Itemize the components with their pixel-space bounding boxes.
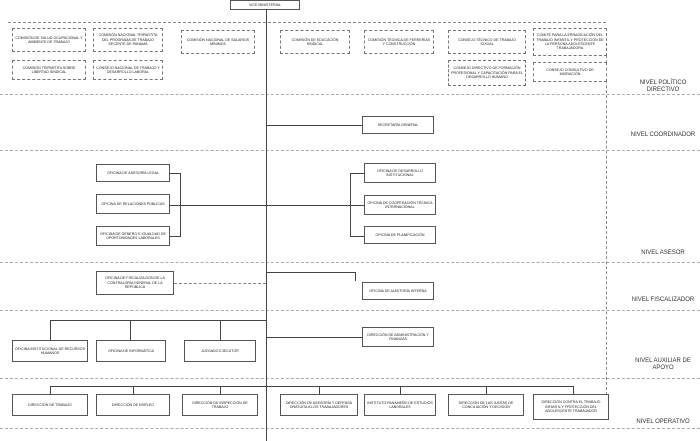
connector-line bbox=[50, 386, 574, 387]
commission-box: COMISIÓN TÉCNICA DE FERRERÍAS Y CONSTRUC… bbox=[364, 30, 434, 54]
connector-line bbox=[350, 236, 364, 237]
operative-direction-box: DIRECCIÓN CONTRA EL TRABAJO INFANTIL Y P… bbox=[533, 394, 609, 420]
advisory-office-box: OFICINA DE DESARROLLO INSTITUCIONAL bbox=[364, 163, 436, 183]
main-spine-line bbox=[266, 10, 267, 441]
connector-line bbox=[220, 386, 221, 394]
connector-line bbox=[319, 386, 320, 394]
connector-line bbox=[170, 205, 181, 206]
level-operativo: NIVEL OPERATIVO bbox=[636, 419, 690, 425]
level-politico-directivo: NIVEL POLÍTICO DIRECTIVO bbox=[639, 80, 687, 93]
connector-line bbox=[573, 386, 574, 394]
level-separator bbox=[0, 428, 700, 429]
commission-box: COMISIÓN DE SALUD OCUPACIONAL Y AMBIENTE… bbox=[12, 28, 86, 52]
connector-line bbox=[170, 173, 181, 174]
support-office-box: OFICINA INSTITUCIONAL DE RECURSOS HUMANO… bbox=[12, 340, 88, 362]
connector-line bbox=[400, 386, 401, 394]
advisory-office-box: OFICINA DE PLANIFICACIÓN bbox=[364, 226, 436, 244]
advisory-office-box: OFICINA DE COOPERACIÓN TÉCNICA INTERNACI… bbox=[364, 195, 436, 215]
operative-direction-box: DIRECCIÓN DE LAS JUNTAS DE CONCILIACIÓN … bbox=[448, 394, 524, 416]
connector-line bbox=[355, 272, 356, 281]
connector-line bbox=[130, 320, 131, 340]
operative-direction-box: INSTITUTO PANAMEÑO DE ESTUDIOS LABORALES bbox=[364, 394, 436, 416]
support-office-box: OFICINA DE INFORMÁTICA bbox=[96, 340, 166, 362]
connector-line bbox=[266, 125, 362, 126]
operative-direction-box: DIRECCIÓN DE TRABAJO bbox=[12, 394, 88, 416]
support-office-box: DIRECCIÓN DE ADMINISTRACIÓN Y FINANZAS bbox=[362, 327, 434, 347]
level-separator bbox=[0, 94, 700, 95]
operative-direction-box: DIRECCIÓN DE ASESORÍA Y DEFENSA GRATUITA… bbox=[280, 394, 358, 416]
advisory-office-box: OFICINA DE RELACIONES PÚBLICAS bbox=[96, 194, 170, 214]
audit-office-box: OFICINA DE AUDITORÍA INTERNA bbox=[362, 282, 434, 300]
connector-line bbox=[220, 320, 221, 340]
secretaria-general-box: SECRETARÍA GENERAL bbox=[362, 116, 434, 134]
fiscalization-office-box: OFICINA DE FISCALIZACIÓN DE LA CONTRALOR… bbox=[96, 271, 174, 295]
commission-box: COMISIÓN NACIONAL DE SALARIOS MÍNIMOS bbox=[181, 30, 255, 54]
commission-box: CONSEJO CONSULTIVO DE MIGRACIÓN bbox=[533, 62, 607, 82]
advisory-office-box: OFICINA DE ASESORÍA LEGAL bbox=[96, 164, 170, 182]
level-separator bbox=[0, 378, 700, 379]
level-auxiliar-apoyo: NIVEL AUXILIAR DE APOYO bbox=[635, 358, 691, 371]
connector-line bbox=[133, 386, 134, 394]
connector-line bbox=[350, 173, 364, 174]
level-fiscalizador: NIVEL FISCALIZADOR bbox=[631, 297, 695, 303]
level-separator bbox=[0, 310, 700, 311]
operative-direction-box: DIRECCIÓN DE EMPLEO bbox=[96, 394, 170, 416]
council-connector bbox=[8, 22, 606, 23]
level-separator bbox=[0, 262, 700, 263]
connector-line bbox=[50, 386, 51, 394]
council-bracket bbox=[606, 40, 607, 400]
connector-line bbox=[170, 236, 181, 237]
commission-box: COMISIÓN NACIONAL TRIPARTITA DEL PROGRAM… bbox=[93, 28, 163, 52]
connector-line bbox=[266, 337, 362, 338]
level-separator bbox=[0, 150, 700, 151]
connector-line bbox=[486, 386, 487, 394]
connector-line bbox=[50, 320, 266, 321]
advisory-office-box: OFICINA DE GÉNERO E IGUALDAD DE OPORTUNI… bbox=[96, 226, 170, 246]
level-coordinador: NIVEL COORDINADOR bbox=[630, 132, 696, 138]
commission-box: CONSEJO TÉCNICO DE TRABAJO SOCIAL bbox=[448, 30, 526, 54]
commission-box: COMISIÓN DE EDUCACIÓN SINDICAL bbox=[280, 30, 350, 54]
operative-direction-box: DIRECCIÓN DE INSPECCIÓN DE TRABAJO bbox=[182, 394, 258, 416]
support-office-box: JUZGADO EJECUTOR bbox=[184, 340, 256, 362]
vice-ministerial-box: VICE MINISTERIAL bbox=[230, 0, 300, 10]
connector-line bbox=[266, 272, 356, 273]
commission-box: CONSEJO DIRECTIVO DE FORMACIÓN PROFESION… bbox=[448, 60, 526, 86]
fiscalization-connector bbox=[174, 283, 266, 284]
level-asesor: NIVEL ASESOR bbox=[641, 250, 685, 256]
connector-line bbox=[180, 205, 350, 206]
commission-box: CONSEJO NACIONAL DE TRABAJO Y DESARROLLO… bbox=[93, 60, 163, 80]
connector-line bbox=[50, 320, 51, 340]
commission-box: COMISIÓN TRIPARTITA SOBRE LIBERTAD SINDI… bbox=[12, 60, 86, 80]
commission-box: COMITÉ PARA LA ERRADICACIÓN DEL TRABAJO … bbox=[533, 28, 607, 56]
connector-line bbox=[350, 205, 364, 206]
